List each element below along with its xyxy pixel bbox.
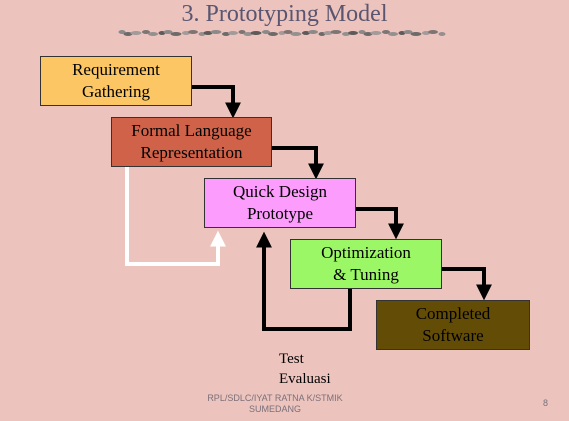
pebble	[262, 30, 270, 34]
arrow-formal-to-quick-design-white	[125, 167, 226, 266]
pebble	[228, 31, 238, 35]
stage-formal-language-representation: Formal Language Representation	[111, 117, 272, 167]
pebble	[348, 31, 358, 35]
stage-requirement-gathering: Requirement Gathering	[40, 56, 192, 106]
pebble	[148, 32, 158, 36]
pebble	[123, 32, 133, 36]
arrow-requirement-to-formal	[192, 85, 241, 119]
pebble	[188, 30, 198, 34]
page-number: 8	[543, 398, 549, 408]
pebble	[403, 30, 413, 34]
pebble	[268, 32, 278, 36]
slide-footer: RPL/SDLC/IYAT RATNA K/STMIK SUMEDANG	[190, 393, 360, 415]
pebble	[283, 30, 293, 34]
pebble	[308, 30, 318, 34]
pebble	[330, 30, 342, 34]
footer-line-2: SUMEDANG	[248, 404, 301, 414]
pebble	[170, 32, 182, 36]
arrow-test-evaluasi-feedback	[256, 231, 352, 331]
pebble	[142, 30, 150, 34]
pebble	[358, 30, 366, 34]
pebble	[382, 30, 390, 34]
stage-quick-design-prototype: Quick Design Prototype	[204, 178, 356, 228]
feedback-label-evaluasi: Evaluasi	[279, 371, 331, 387]
pebble	[250, 31, 262, 35]
arrow-quick-design-to-optimization	[356, 207, 404, 240]
stage-completed-software: Completed Software	[376, 300, 530, 350]
pebble	[243, 32, 253, 36]
slide-title: 3. Prototyping Model	[181, 1, 388, 27]
arrow-formal-to-quick-design	[272, 146, 324, 180]
feedback-label-test: Test	[279, 351, 304, 367]
pebble	[238, 30, 246, 34]
pebble	[290, 32, 302, 36]
pebble	[428, 30, 438, 34]
pebble	[210, 30, 222, 34]
arrow-optimization-to-completed	[442, 267, 492, 301]
pebble	[130, 31, 142, 35]
pebble	[410, 32, 422, 36]
pebble	[118, 30, 126, 34]
pebble	[163, 30, 173, 34]
pebble	[203, 31, 213, 35]
pebble	[363, 32, 373, 36]
stage-optimization-tuning: Optimization & Tuning	[290, 239, 442, 289]
footer-line-1: RPL/SDLC/IYAT RATNA K/STMIK	[207, 393, 343, 403]
pebble	[323, 31, 333, 35]
pebble	[388, 32, 398, 36]
pebble	[370, 31, 382, 35]
pebble	[438, 32, 446, 36]
